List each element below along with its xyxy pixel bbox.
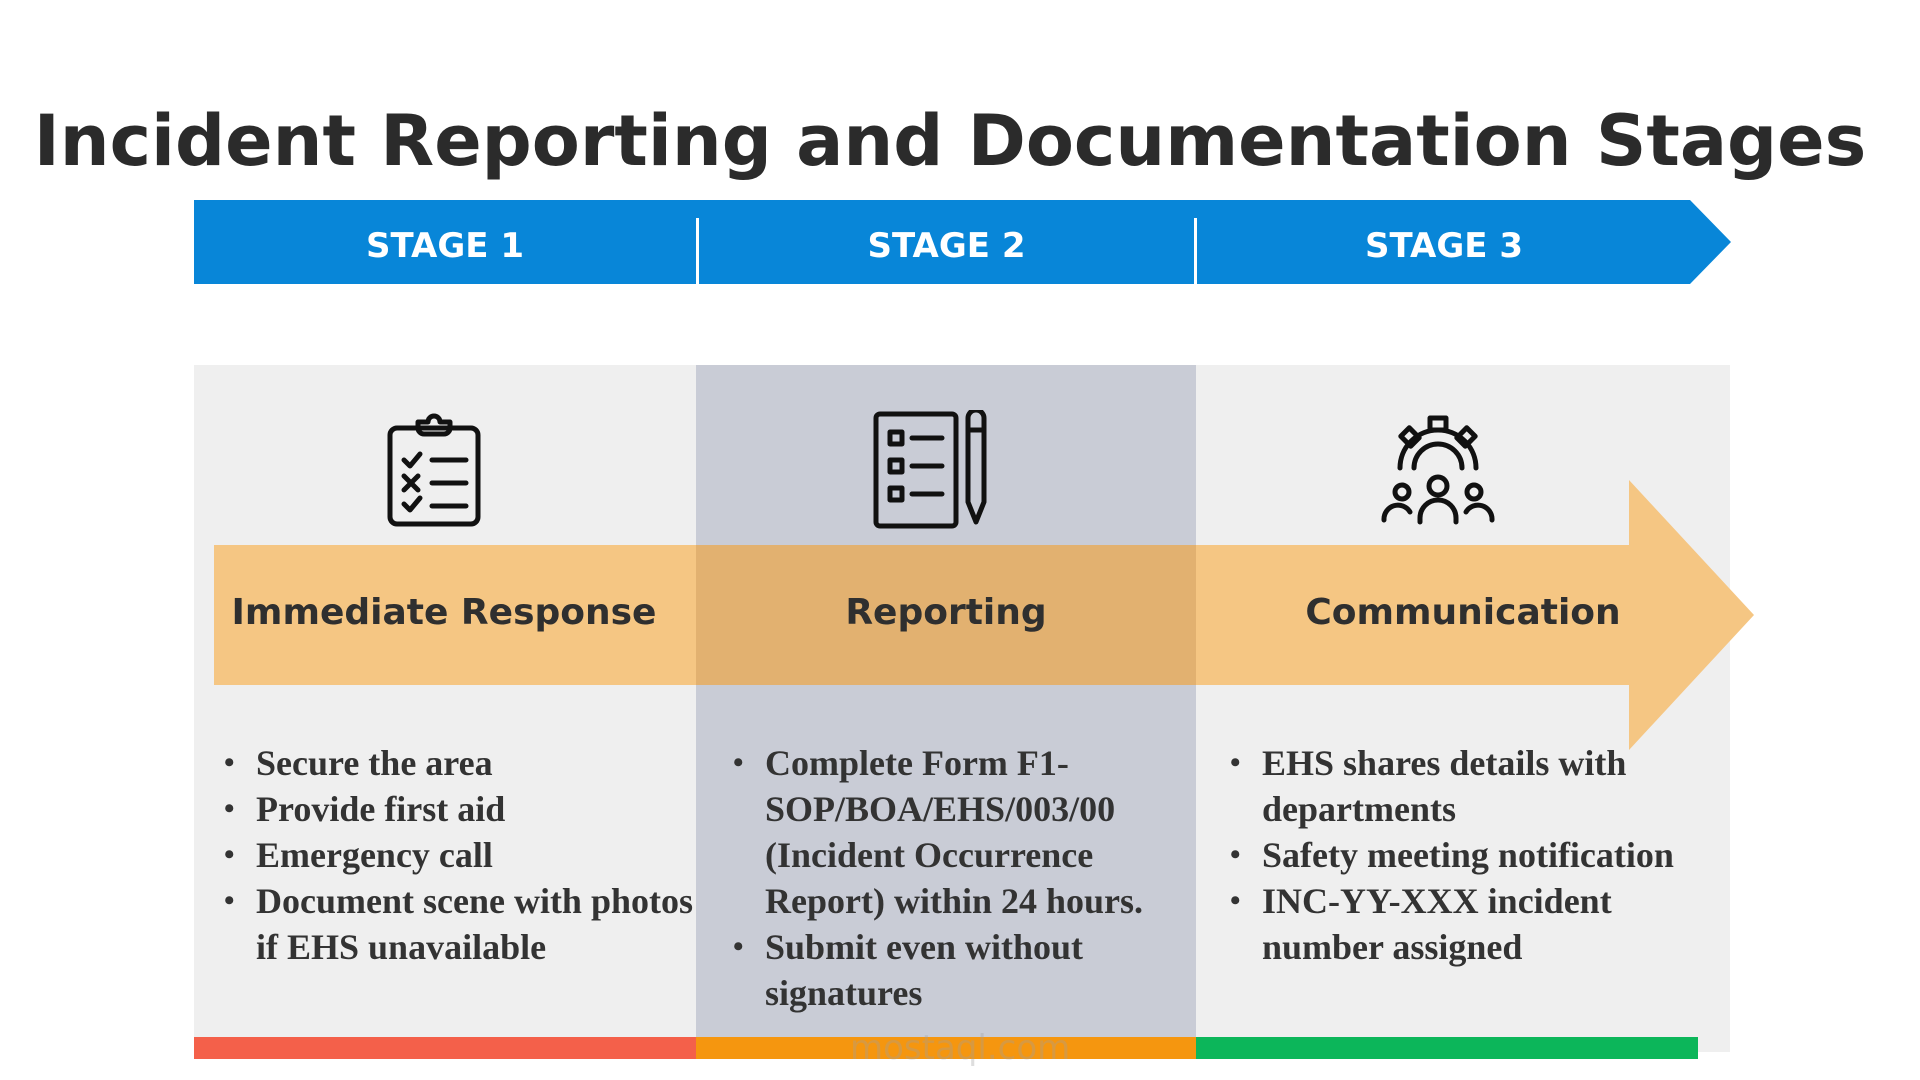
stage-1-bottom-bar <box>194 1037 696 1059</box>
list-item: Provide first aid <box>224 786 716 832</box>
list-item: Secure the area <box>224 740 716 786</box>
form-pencil-icon <box>873 410 987 529</box>
stage-3-bottom-bar <box>1196 1037 1698 1059</box>
watermark: mostaql.com <box>850 1028 1071 1068</box>
stage-2-bullets: Complete Form F1-SOP/BOA/EHS/003/00 (Inc… <box>721 740 1195 1016</box>
process-arrow <box>214 480 1754 750</box>
list-item: EHS shares details with departments <box>1230 740 1742 832</box>
stage-2-bottom-bar <box>696 1037 1196 1059</box>
stage-header-bar: STAGE 1 STAGE 2 STAGE 3 <box>194 200 1731 284</box>
stage-3-bullets: EHS shares details with departments Safe… <box>1218 740 1742 970</box>
team-gear-icon <box>1381 415 1495 525</box>
stage-3-name: Communication <box>1305 592 1621 633</box>
stage-2-label: STAGE 2 <box>867 226 1026 266</box>
list-item: Document scene with photos if EHS unavai… <box>224 878 716 970</box>
stage-2-name: Reporting <box>845 592 1047 633</box>
stage-header-arrow <box>194 200 1731 284</box>
page-title: Incident Reporting and Documentation Sta… <box>33 100 1867 182</box>
stage-1-label: STAGE 1 <box>366 226 524 266</box>
list-item: Complete Form F1-SOP/BOA/EHS/003/00 (Inc… <box>733 740 1195 924</box>
list-item: Safety meeting notification <box>1230 832 1742 878</box>
list-item: Submit even without signatures <box>733 924 1195 1016</box>
list-item: INC-YY-XXX incident number assigned <box>1230 878 1742 970</box>
list-item: Emergency call <box>224 832 716 878</box>
checklist-clipboard-icon <box>387 413 481 527</box>
stage-1-bullets: Secure the area Provide first aid Emerge… <box>212 740 716 970</box>
stage-1-name: Immediate Response <box>231 592 657 633</box>
stage-3-label: STAGE 3 <box>1365 226 1523 266</box>
